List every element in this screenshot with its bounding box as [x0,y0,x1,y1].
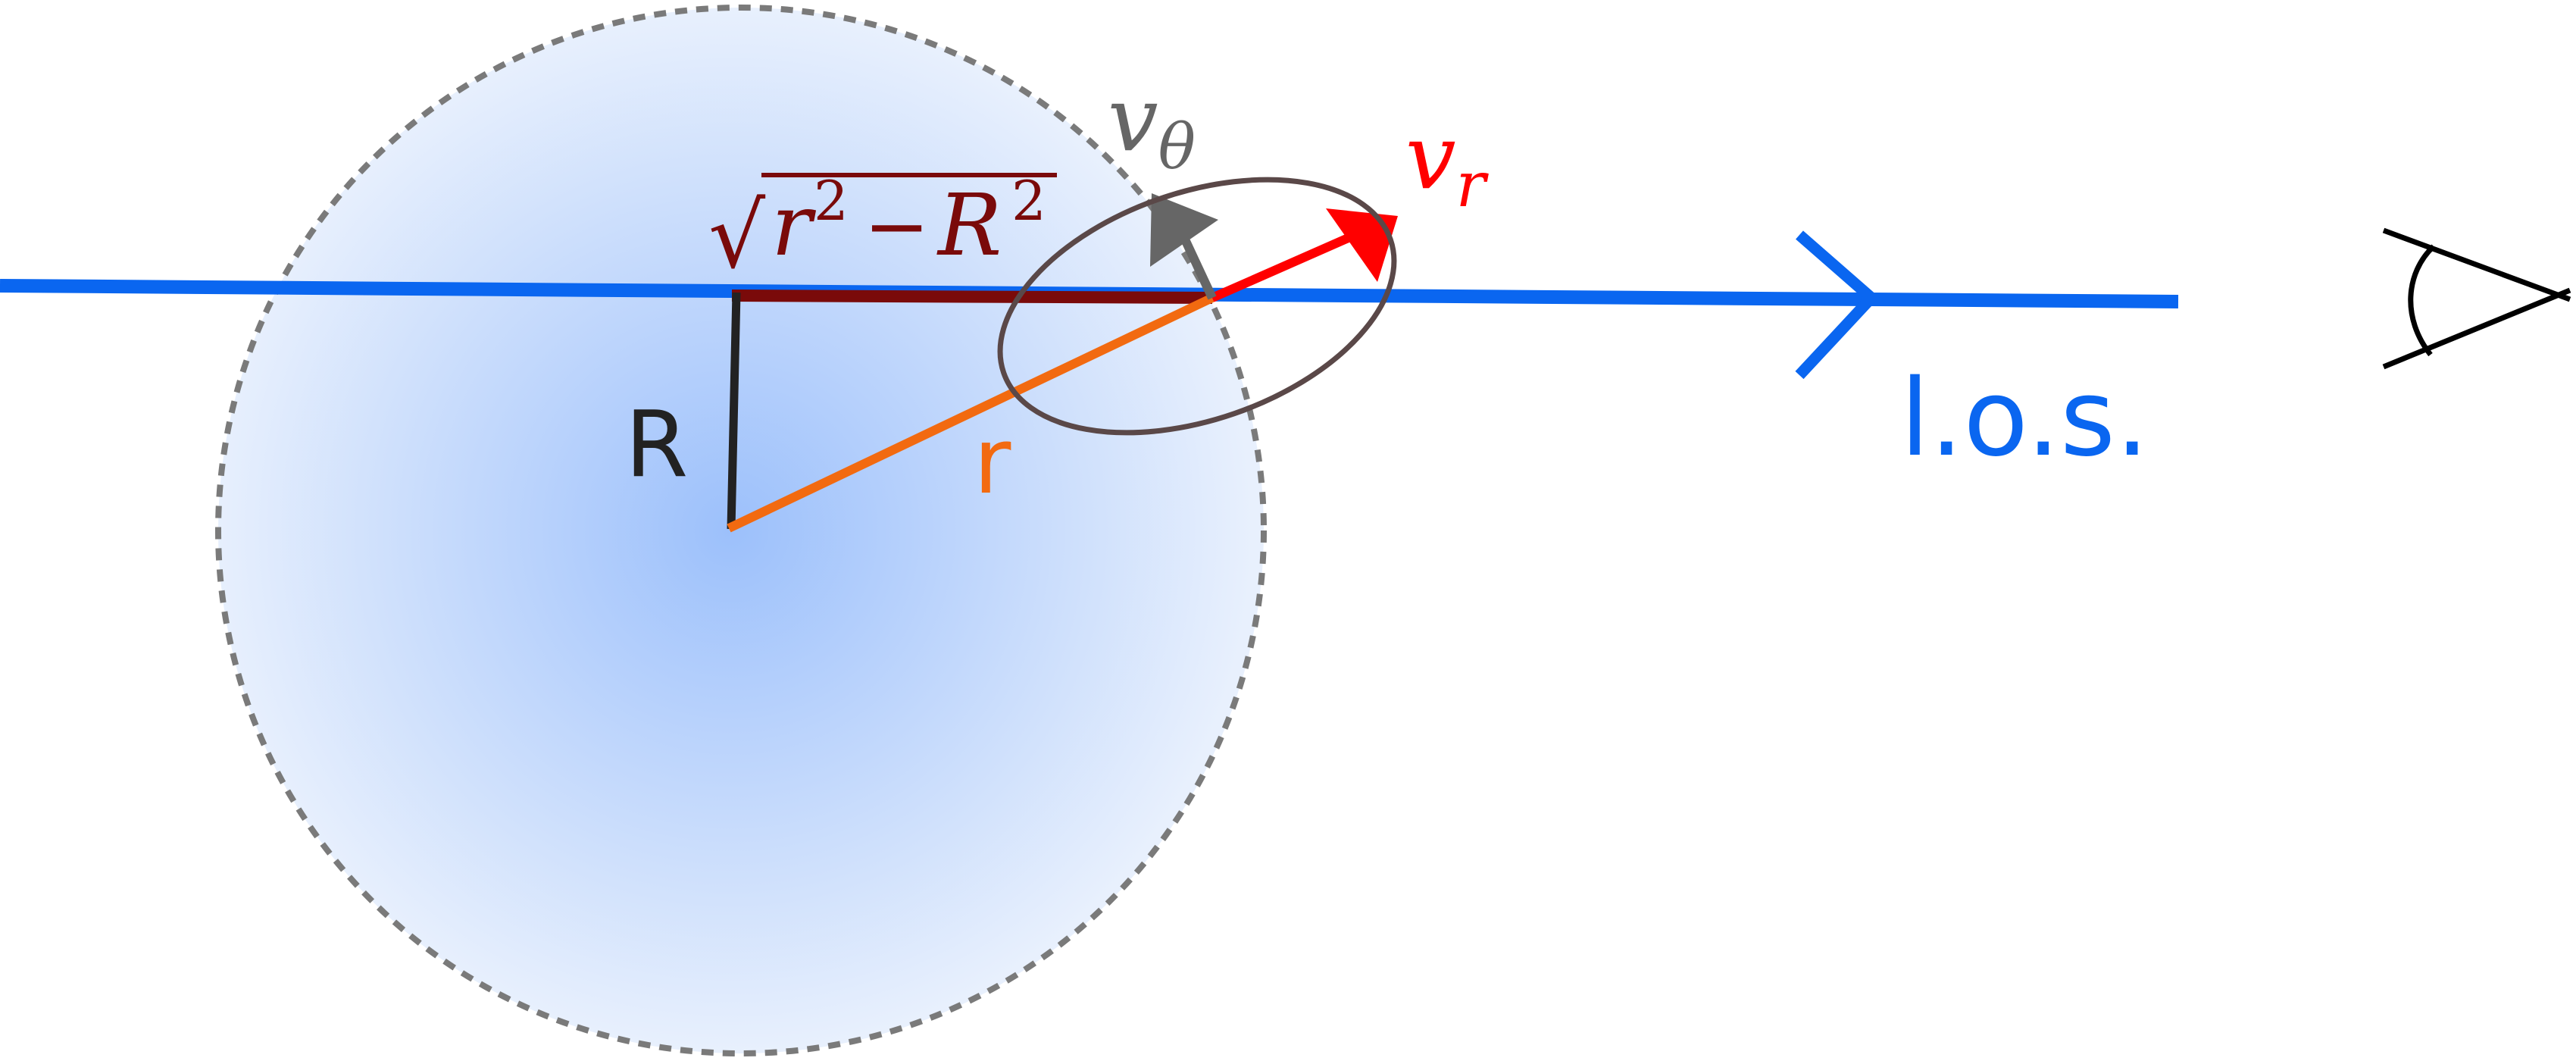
label-v-r: vr [1405,105,1490,221]
line-of-sight-arrowhead [1795,230,1880,380]
radius-line [727,293,1215,533]
label-v-theta-base: v [1108,67,1158,171]
sqrt-sign: √ [708,183,766,288]
velocity-ellipse [997,177,1397,436]
impact-parameter-line [727,292,741,530]
v-r-arrowhead [1326,208,1398,282]
label-v-r-sub: r [1456,149,1490,221]
label-v-r-base: v [1405,105,1456,209]
label-r: r [974,409,1011,515]
sqrt-r: r [771,177,817,275]
v-theta-arrow-shaft [1181,239,1217,300]
sqrt-R-exponent: 2 [1011,169,1046,233]
label-v-theta: vθ [1108,67,1196,183]
eye-icon [2382,227,2571,370]
sqrt-r-exponent: 2 [814,169,849,233]
chord-segment [731,290,1213,304]
sphere-outline [215,5,1267,1056]
label-v-theta-sub: θ [1158,111,1196,183]
v-r-arrow-shaft [1210,227,1366,302]
label-los: l.o.s. [1900,357,2149,480]
label-chord-formula: √ r 2 − R 2 [708,169,1057,288]
sphere [218,8,1264,1053]
label-R: R [625,393,688,498]
sqrt-R: R [936,177,1002,275]
sqrt-minus: − [864,180,930,272]
v-theta-arrowhead [1150,193,1218,267]
